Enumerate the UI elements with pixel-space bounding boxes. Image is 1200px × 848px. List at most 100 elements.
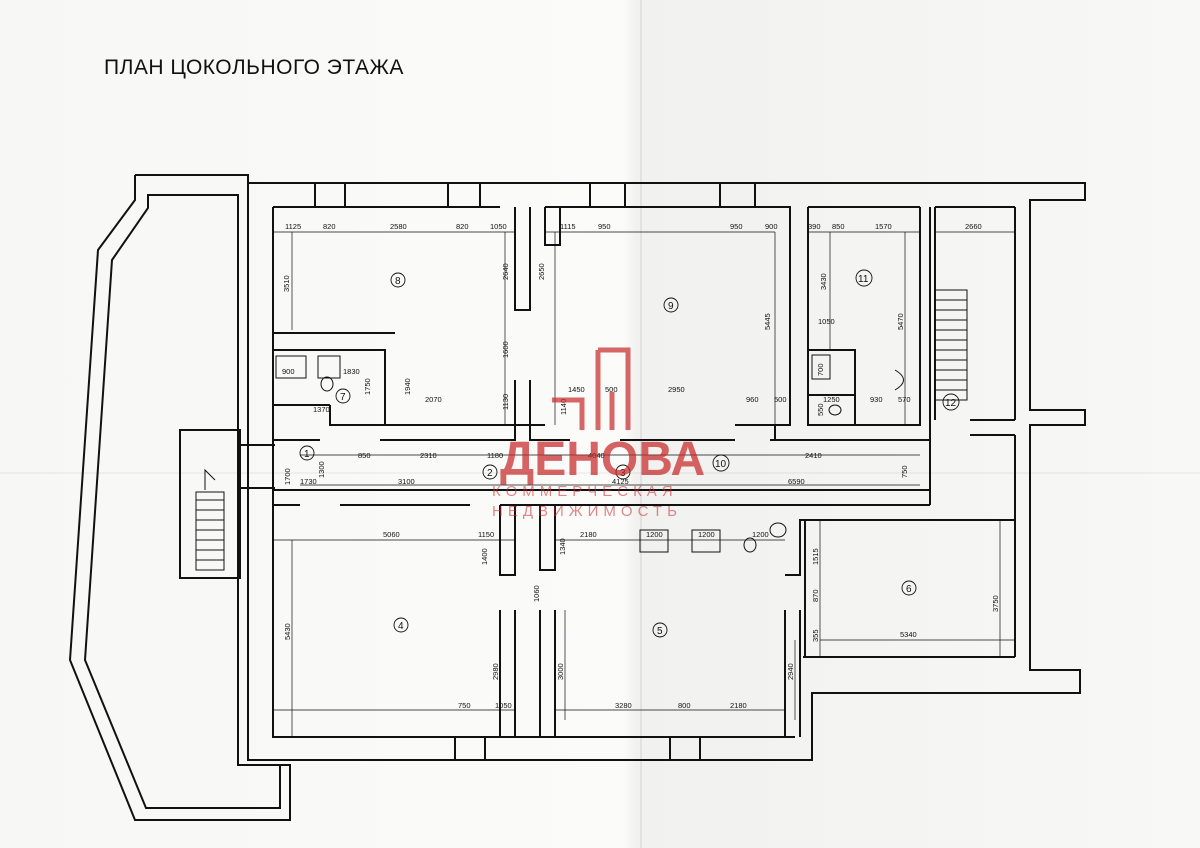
- dim-label: 1600: [501, 341, 510, 358]
- room-number: 8: [395, 276, 401, 287]
- room-markers: 1 2 3 4 5 6 7 8 9 10 11 12: [299, 269, 960, 638]
- room-number: 5: [657, 626, 663, 637]
- dim-label: 850: [832, 222, 845, 231]
- dim-label: 2980: [491, 663, 500, 680]
- room-marker-10: 10: [712, 454, 730, 472]
- dim-label: 1200: [698, 530, 715, 539]
- dim-label: 2660: [965, 222, 982, 231]
- dim-label: 2070: [425, 395, 442, 404]
- room-number: 11: [858, 274, 869, 285]
- dim-label: 5340: [900, 630, 917, 639]
- dim-label: 2180: [730, 701, 747, 710]
- dim-label: 5445: [763, 313, 772, 330]
- plan-title: ПЛАН ЦОКОЛЬНОГО ЭТАЖА: [104, 56, 404, 79]
- dim-label: 500: [774, 395, 787, 404]
- dim-label: 1340: [558, 538, 567, 555]
- fixtures: [275, 354, 904, 553]
- dim-label: 1370: [313, 405, 330, 414]
- dim-label: 1730: [300, 477, 317, 486]
- room-number: 10: [715, 459, 727, 470]
- dim-label: 2310: [420, 451, 437, 460]
- dim-label: 570: [898, 395, 911, 404]
- room-marker-7: 7: [335, 388, 351, 404]
- room-marker-1: 1: [299, 445, 315, 461]
- dim-label: 500: [605, 385, 618, 394]
- dim-label: 750: [900, 465, 909, 478]
- room-number: 6: [906, 584, 912, 595]
- dim-label: 2940: [786, 663, 795, 680]
- room-number: 12: [945, 398, 957, 409]
- dim-label: 4040: [588, 451, 605, 460]
- dim-label: 850: [358, 451, 371, 460]
- room-marker-4: 4: [393, 617, 409, 633]
- watermark-line1: КОММЕРЧЕСКАЯ: [492, 483, 678, 500]
- dim-label: 1180: [487, 451, 503, 460]
- dim-label: 1200: [646, 530, 663, 539]
- dim-label: 950: [598, 222, 611, 231]
- dim-label: 2180: [580, 530, 597, 539]
- dim-label: 820: [456, 222, 469, 231]
- watermark-brand: ДЕНОВА: [500, 433, 705, 486]
- dim-label: 2580: [390, 222, 407, 231]
- dimension-lines: [273, 231, 1015, 737]
- room-marker-9: 9: [663, 297, 679, 313]
- dim-label: 1130: [501, 394, 510, 410]
- room-marker-6: 6: [901, 580, 917, 596]
- dim-label: 390: [808, 222, 821, 231]
- dim-label: 1115: [560, 222, 576, 231]
- room-marker-12: 12: [942, 393, 960, 411]
- fold-line-vertical: [640, 0, 642, 848]
- dim-label: 3510: [282, 275, 291, 292]
- dim-label: 6590: [788, 477, 805, 486]
- dim-label: 1050: [490, 222, 507, 231]
- dim-label: 3430: [819, 273, 828, 290]
- room-number: 1: [304, 449, 310, 460]
- staircase-right: [934, 289, 968, 401]
- dim-label: 1060: [532, 585, 541, 602]
- room-marker-5: 5: [652, 622, 668, 638]
- room-marker-2: 2: [482, 464, 498, 480]
- dim-label: 1400: [480, 548, 489, 565]
- watermark-line2: НЕДВИЖИМОСТЬ: [492, 503, 682, 520]
- dim-label: 960: [746, 395, 759, 404]
- room-marker-8: 8: [390, 272, 406, 288]
- dim-label: 750: [458, 701, 471, 710]
- dim-label: 900: [765, 222, 778, 231]
- watermark-logo-icon: [552, 347, 631, 430]
- room-number: 9: [668, 301, 674, 312]
- dim-label: 1940: [403, 378, 412, 395]
- dim-label: 3000: [556, 663, 565, 680]
- dim-label: 1125: [285, 222, 301, 231]
- dim-label: 1250: [823, 395, 840, 404]
- staircase-left: [195, 468, 225, 571]
- dim-label: 5430: [283, 623, 292, 640]
- dim-label: 355: [811, 629, 820, 642]
- dim-label: 2640: [501, 263, 510, 280]
- dim-label: 1300: [317, 461, 326, 478]
- dim-label: 820: [323, 222, 336, 231]
- room-number: 4: [398, 621, 404, 632]
- walls: [68, 174, 1086, 821]
- dim-label: 1200: [752, 530, 769, 539]
- dim-label: 1570: [875, 222, 892, 231]
- dim-label: 4125: [612, 477, 629, 486]
- dim-label: 700: [816, 363, 825, 376]
- dim-label: 1150: [478, 530, 494, 539]
- dim-label: 3100: [398, 477, 415, 486]
- dim-label: 1700: [283, 468, 292, 485]
- dim-label: 3750: [991, 595, 1000, 612]
- room-marker-11: 11: [855, 269, 873, 287]
- dim-label: 800: [678, 701, 691, 710]
- dim-label: 5470: [896, 313, 905, 330]
- dim-label: 550: [816, 403, 825, 416]
- dim-label: 2650: [537, 263, 546, 280]
- fold-line-horizontal: [0, 472, 1200, 474]
- dim-label: 950: [730, 222, 743, 231]
- dim-label: 900: [282, 367, 295, 376]
- dimension-labels: 1125 820 2580 820 1050 1115 950 950 900 …: [282, 222, 1000, 710]
- dim-label: 1515: [811, 548, 820, 565]
- dim-label: 1140: [559, 399, 568, 415]
- dim-label: 2950: [668, 385, 685, 394]
- dim-label: 1830: [343, 367, 360, 376]
- dim-label: 2410: [805, 451, 822, 460]
